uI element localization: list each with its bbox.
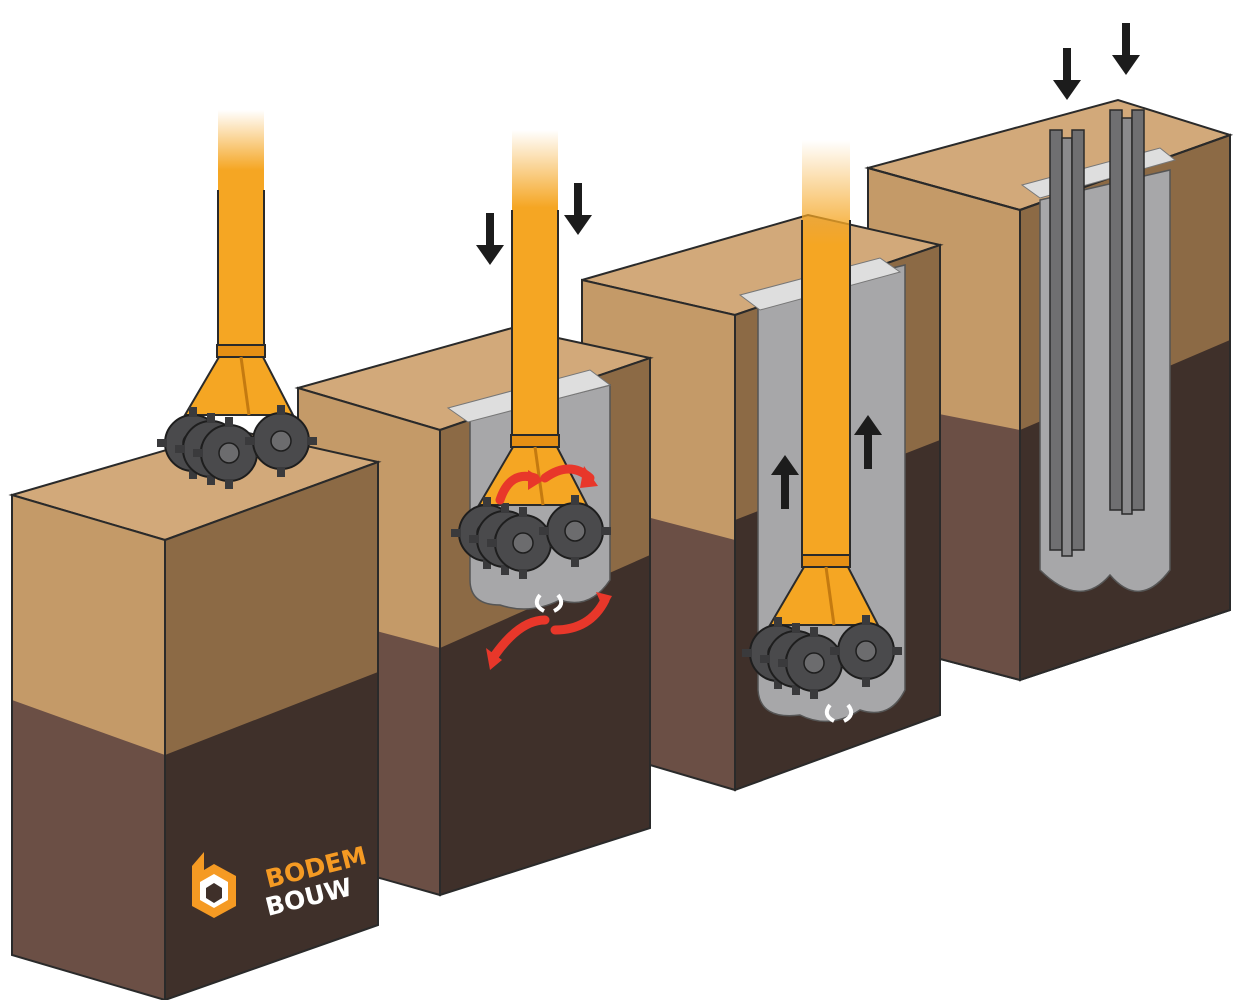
arrow-down-icon <box>476 213 504 265</box>
cutter-shaft <box>512 130 558 440</box>
arrow-down-icon <box>1053 48 1081 100</box>
steel-profile-right <box>1109 109 1145 515</box>
logo-mark-icon <box>192 852 236 918</box>
rotation-arrowhead-icon <box>486 466 612 670</box>
swirl-icon <box>824 703 854 723</box>
arrow-down-icon <box>1112 23 1140 75</box>
soil-block-1 <box>8 110 382 1000</box>
steel-profile-left <box>1049 129 1085 557</box>
soil-block-3 <box>581 140 944 792</box>
cutter-shaft <box>802 140 850 560</box>
swirl-icon <box>534 593 564 613</box>
cutter-head <box>157 345 317 489</box>
cutter-shaft <box>218 110 264 350</box>
arrow-down-icon <box>564 183 592 235</box>
